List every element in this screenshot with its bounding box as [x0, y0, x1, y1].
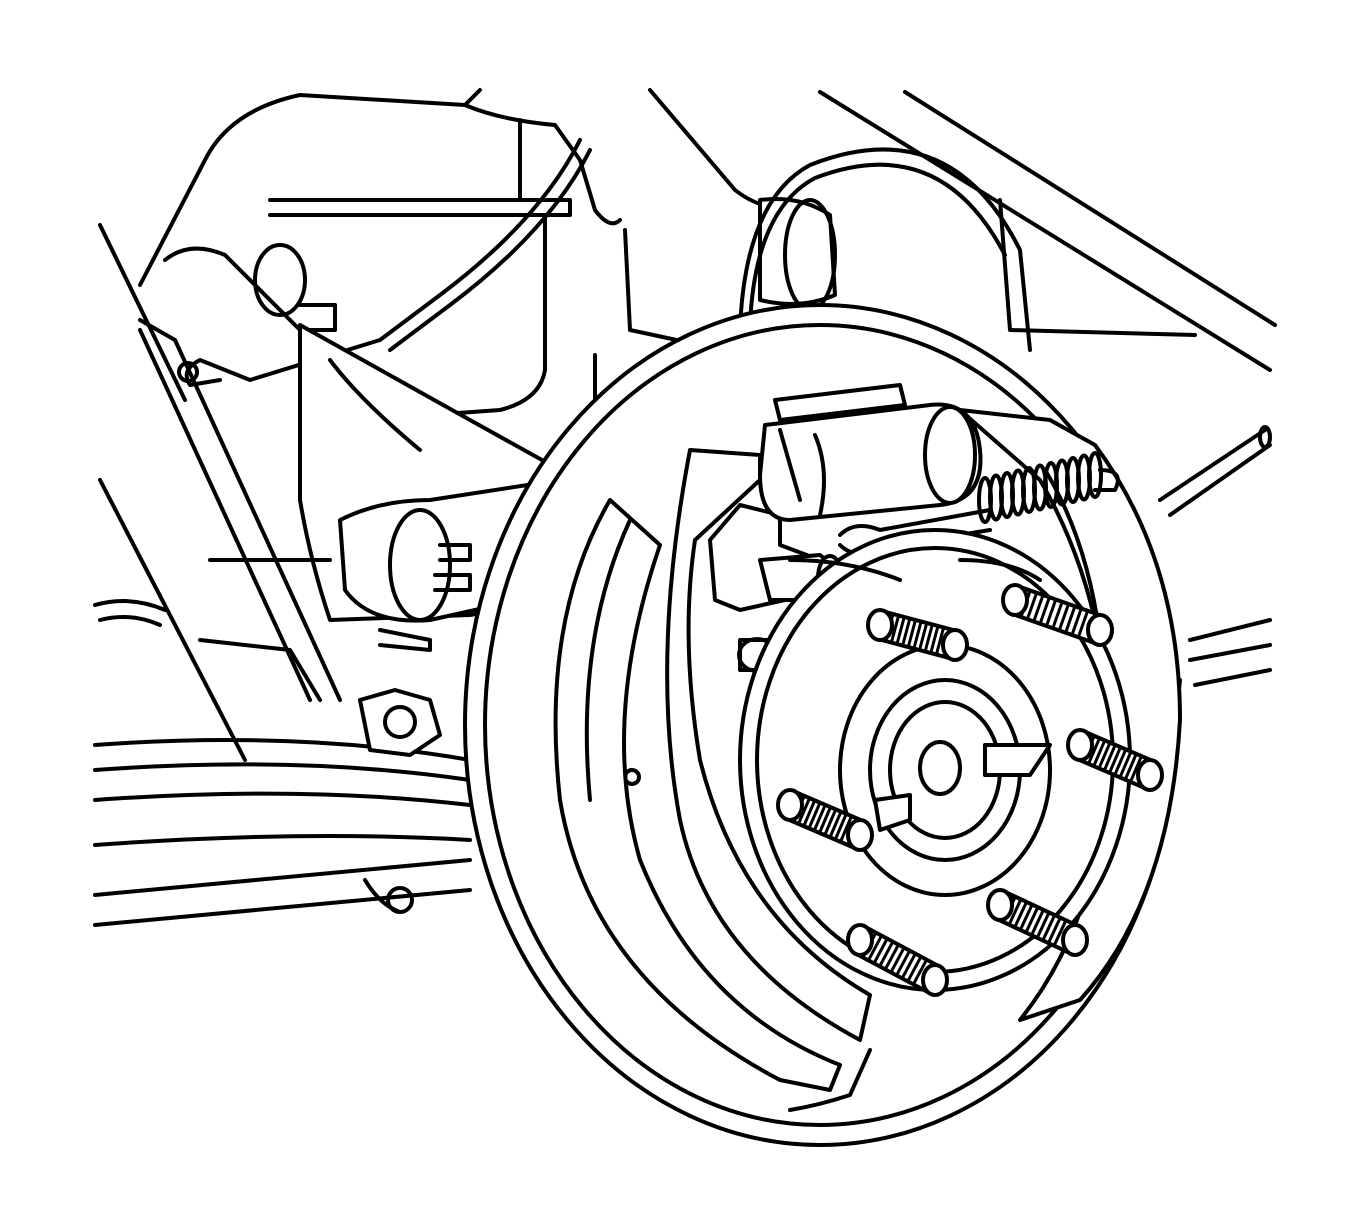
brake-line [177, 138, 1272, 517]
leaf-spring [93, 618, 1272, 927]
shock-absorber [93, 246, 342, 702]
wheel-stud [1001, 583, 1114, 647]
brake-shoe [553, 408, 1182, 1092]
wheel-stud-group [776, 583, 1164, 997]
wheel-stud [986, 888, 1089, 957]
wheel-stud [1066, 728, 1164, 792]
wheel-stud [846, 923, 949, 997]
spring-coil [1087, 451, 1103, 499]
wheel-stud [866, 608, 969, 662]
frame-rail [98, 88, 1277, 762]
wheel-stud [776, 788, 874, 852]
wheel-hub [738, 528, 1132, 992]
wheel-cylinder [758, 383, 983, 522]
